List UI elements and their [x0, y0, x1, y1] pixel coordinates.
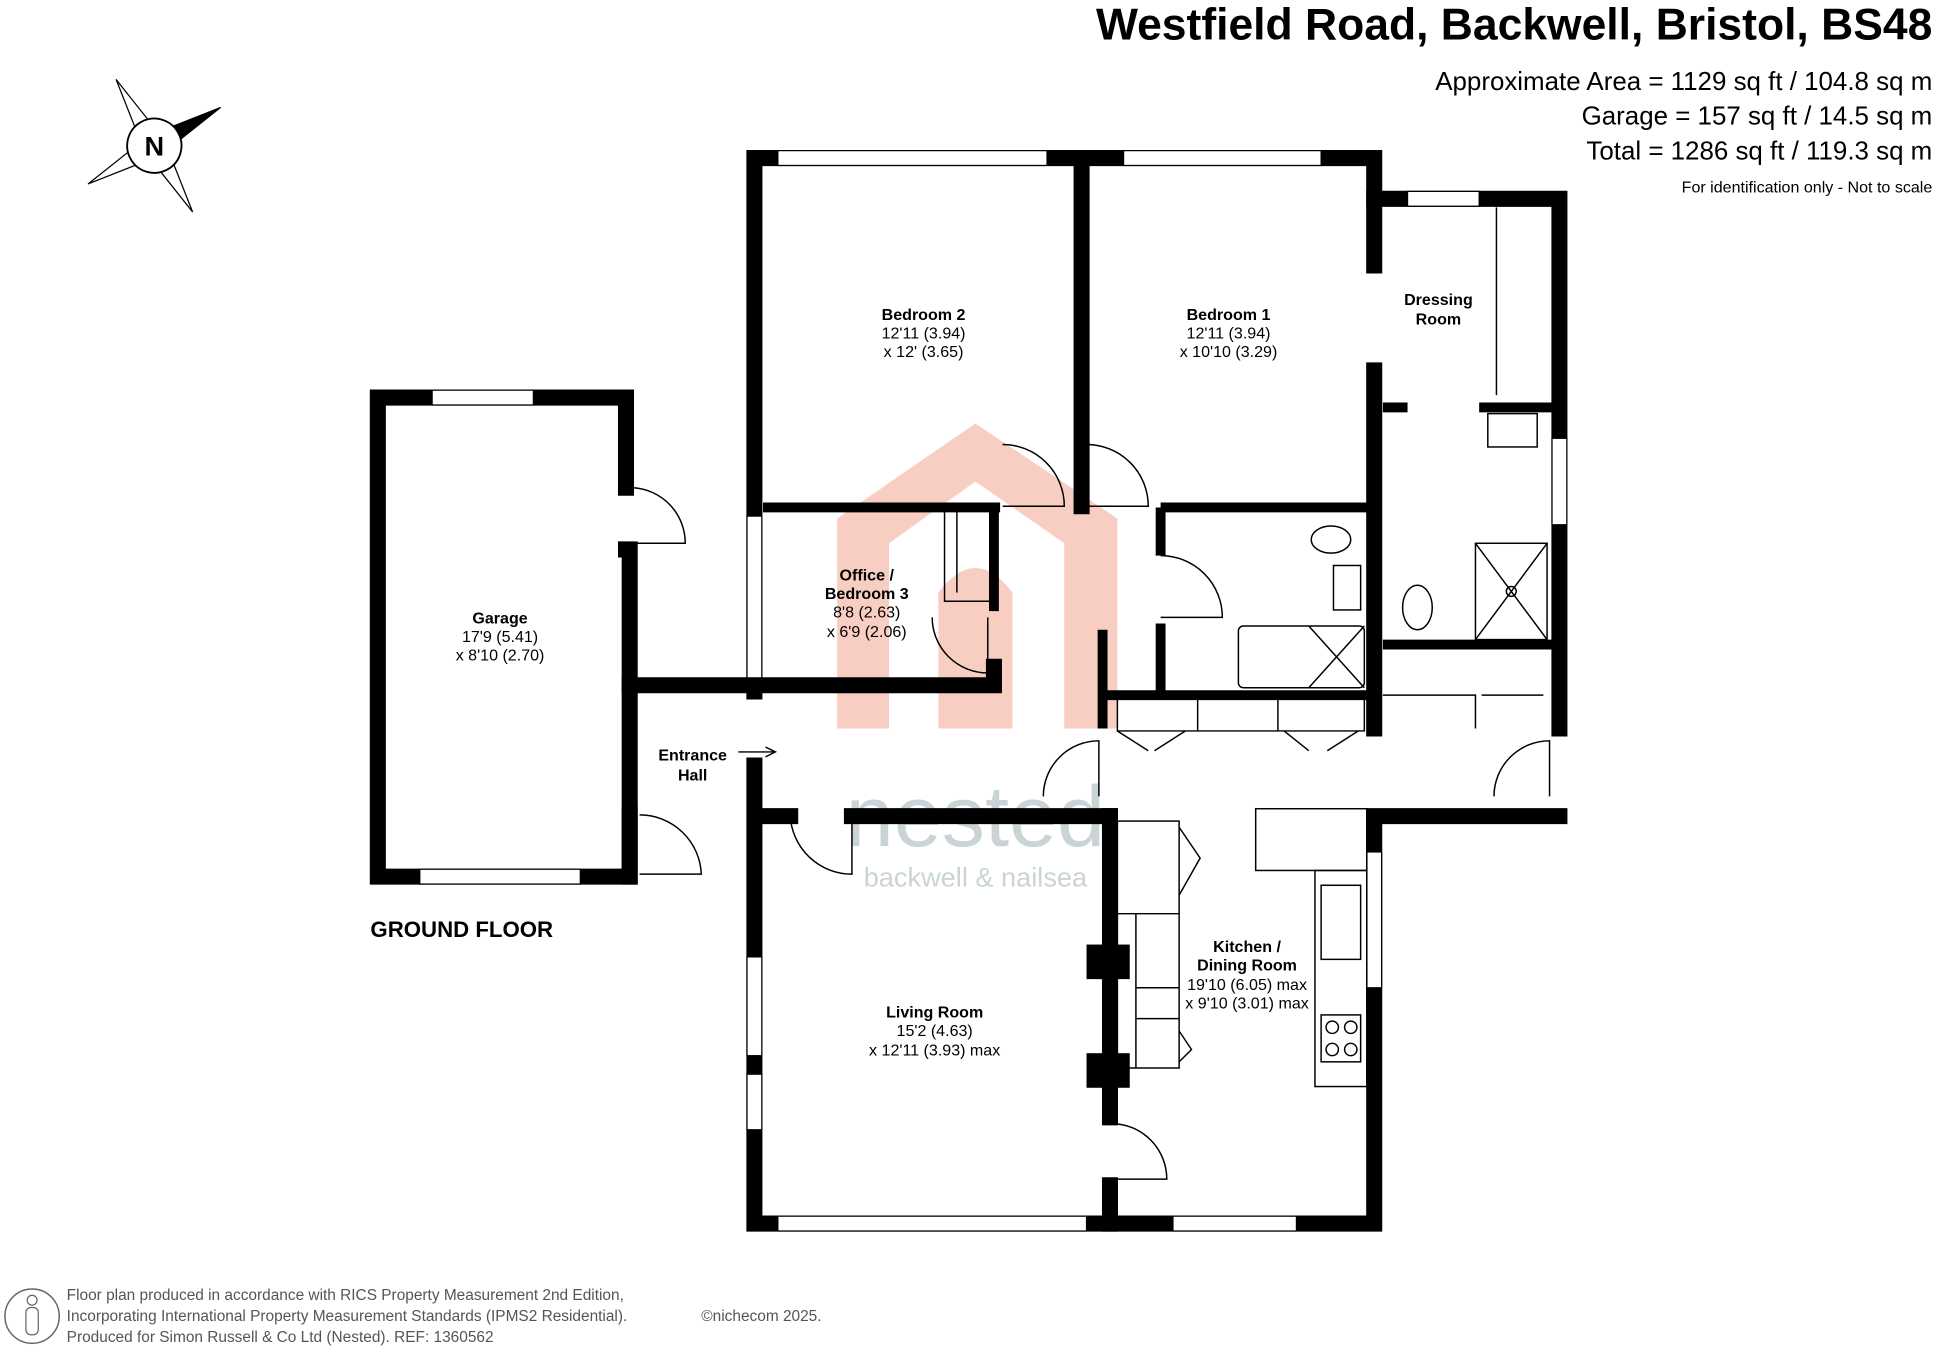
room-dimension: x 6'9 (2.06)	[827, 623, 907, 641]
room-dimension: 8'8 (2.63)	[833, 603, 900, 621]
room-living-room: Living Room 15'2 (4.63) x 12'11 (3.93) m…	[869, 1003, 1000, 1059]
person-icon	[4, 1288, 61, 1345]
room-name: Bedroom 3	[825, 585, 909, 603]
room-name: Entrance	[658, 747, 727, 765]
room-dimension: 19'10 (6.05) max	[1187, 976, 1307, 994]
compass-label: N	[145, 131, 165, 162]
room-bedroom-2: Bedroom 2 12'11 (3.94) x 12' (3.65)	[882, 306, 966, 361]
room-name: Bedroom 2	[882, 306, 966, 324]
room-name: Office /	[840, 566, 895, 584]
doors-fixtures	[633, 207, 1551, 1180]
footer-line-1: Floor plan produced in accordance with R…	[67, 1287, 624, 1304]
watermark-sub: backwell & nailsea	[864, 862, 1088, 893]
total-area: Total = 1286 sq ft / 119.3 sq m	[1586, 137, 1932, 165]
room-name: Kitchen /	[1213, 938, 1281, 956]
room-bedroom-1: Bedroom 1 12'11 (3.94) x 10'10 (3.29)	[1180, 306, 1278, 361]
walls	[369, 150, 1568, 1232]
footer-line-3: Produced for Simon Russell & Co Ltd (Nes…	[67, 1329, 494, 1346]
room-name: Dressing	[1404, 291, 1473, 309]
room-dimension: x 12' (3.65)	[884, 343, 964, 361]
page-title: Westfield Road, Backwell, Bristol, BS48	[1096, 1, 1932, 50]
room-name: Garage	[472, 610, 527, 628]
footer: Floor plan produced in accordance with R…	[4, 1287, 822, 1346]
north-arrow-icon: N	[87, 79, 222, 213]
room-dimension: x 12'11 (3.93) max	[869, 1042, 1000, 1060]
floor-label: GROUND FLOOR	[370, 917, 553, 942]
room-dimension: 12'11 (3.94)	[882, 324, 966, 342]
room-name: Living Room	[886, 1003, 983, 1021]
room-dimension: x 8'10 (2.70)	[456, 647, 545, 665]
room-dressing-room: Dressing Room	[1404, 291, 1473, 329]
approximate-area: Approximate Area = 1129 sq ft / 104.8 sq…	[1435, 68, 1932, 96]
room-office: Office / Bedroom 3 8'8 (2.63) x 6'9 (2.0…	[825, 566, 909, 641]
room-name: Bedroom 1	[1187, 306, 1271, 324]
room-dimension: x 10'10 (3.29)	[1180, 343, 1278, 361]
room-name: Dining Room	[1197, 956, 1297, 974]
room-name: Room	[1416, 311, 1461, 329]
garage-area: Garage = 157 sq ft / 14.5 sq m	[1582, 103, 1933, 131]
room-dimension: 15'2 (4.63)	[897, 1022, 973, 1040]
room-kitchen-dining: Kitchen / Dining Room 19'10 (6.05) max x…	[1185, 938, 1308, 1013]
room-garage: Garage 17'9 (5.41) x 8'10 (2.70)	[456, 610, 545, 665]
disclaimer: For identification only - Not to scale	[1682, 179, 1933, 197]
room-dimension: 12'11 (3.94)	[1187, 324, 1271, 342]
copyright: ©nichecom 2025.	[701, 1308, 821, 1325]
room-dimension: x 9'10 (3.01) max	[1185, 995, 1308, 1013]
footer-line-2: Incorporating International Property Mea…	[67, 1308, 628, 1325]
room-entrance-hall: Entrance Hall	[658, 747, 727, 785]
room-name: Hall	[678, 766, 707, 784]
room-dimension: 17'9 (5.41)	[462, 628, 538, 646]
